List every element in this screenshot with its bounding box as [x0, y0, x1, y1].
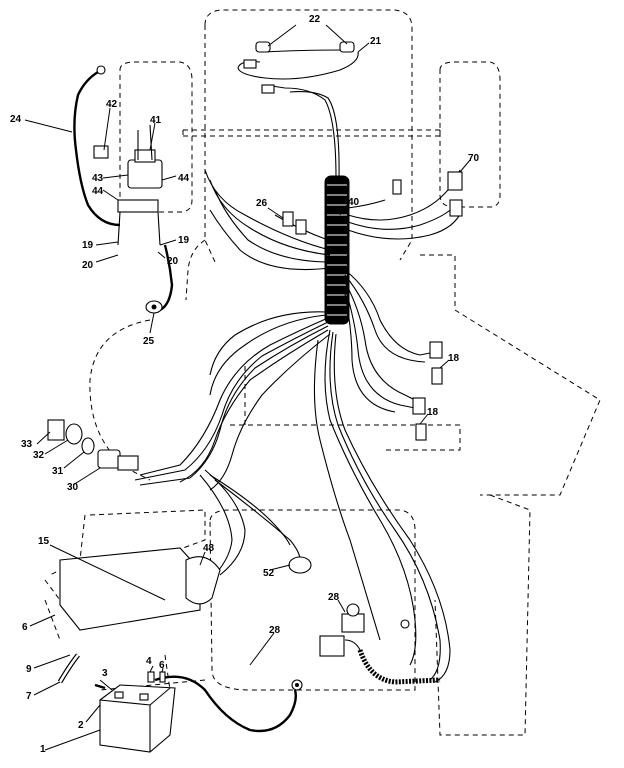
seat-switch	[185, 556, 312, 605]
callout-28-cable: 28	[269, 625, 281, 636]
harness-coil	[324, 175, 350, 325]
callout-7: 7	[26, 691, 32, 702]
callout-48: 48	[203, 543, 215, 554]
callout-2: 2	[78, 720, 84, 731]
callout-32: 32	[33, 450, 45, 461]
callout-6-battery: 6	[159, 660, 165, 671]
cable-28	[154, 675, 303, 733]
tractor-outline	[44, 9, 601, 736]
connectors-18	[412, 341, 443, 441]
cable-24	[73, 65, 121, 227]
fuse-holder	[282, 211, 307, 235]
callout-9: 9	[26, 664, 32, 675]
callout-43: 43	[92, 173, 104, 184]
solenoid-assembly	[93, 124, 163, 246]
part-28-switch	[319, 603, 410, 657]
callout-25: 25	[143, 336, 155, 347]
callout-31: 31	[52, 466, 64, 477]
connector-70	[392, 171, 463, 217]
callout-30: 30	[67, 482, 79, 493]
callout-22: 22	[309, 14, 321, 25]
callout-40: 40	[348, 197, 360, 208]
leader-lines	[24, 24, 471, 751]
callout-44-right: 44	[178, 173, 190, 184]
headlight-bulbs	[243, 41, 355, 94]
callout-52: 52	[263, 568, 275, 579]
callout-4: 4	[146, 656, 152, 667]
callout-70: 70	[468, 153, 480, 164]
callout-19-right: 19	[178, 235, 190, 246]
callout-44-left: 44	[92, 186, 104, 197]
callout-42: 42	[106, 99, 118, 110]
callout-26: 26	[256, 198, 268, 209]
callout-41: 41	[150, 115, 162, 126]
coiled-cable	[344, 639, 441, 685]
harness-wires	[134, 49, 463, 683]
battery	[57, 653, 176, 753]
callout-24: 24	[10, 114, 22, 125]
callout-33: 33	[21, 439, 33, 450]
ignition-switch	[47, 419, 139, 471]
callout-1: 1	[40, 744, 46, 755]
callout-20-left: 20	[82, 260, 94, 271]
callout-labels: 1 2 3 4 6 6 7 9 15 18 18 19 19 20 20 21 …	[10, 14, 480, 755]
callout-6-deck: 6	[22, 622, 28, 633]
callout-18-upper: 18	[448, 353, 460, 364]
callout-21: 21	[370, 36, 382, 47]
mower-deck-plate	[49, 544, 201, 631]
callout-28-switch: 28	[328, 592, 340, 603]
callout-19-left: 19	[82, 240, 94, 251]
callout-15: 15	[38, 536, 50, 547]
callout-18-lower: 18	[427, 407, 439, 418]
callout-20-right: 20	[167, 256, 179, 267]
callout-3: 3	[102, 668, 108, 679]
